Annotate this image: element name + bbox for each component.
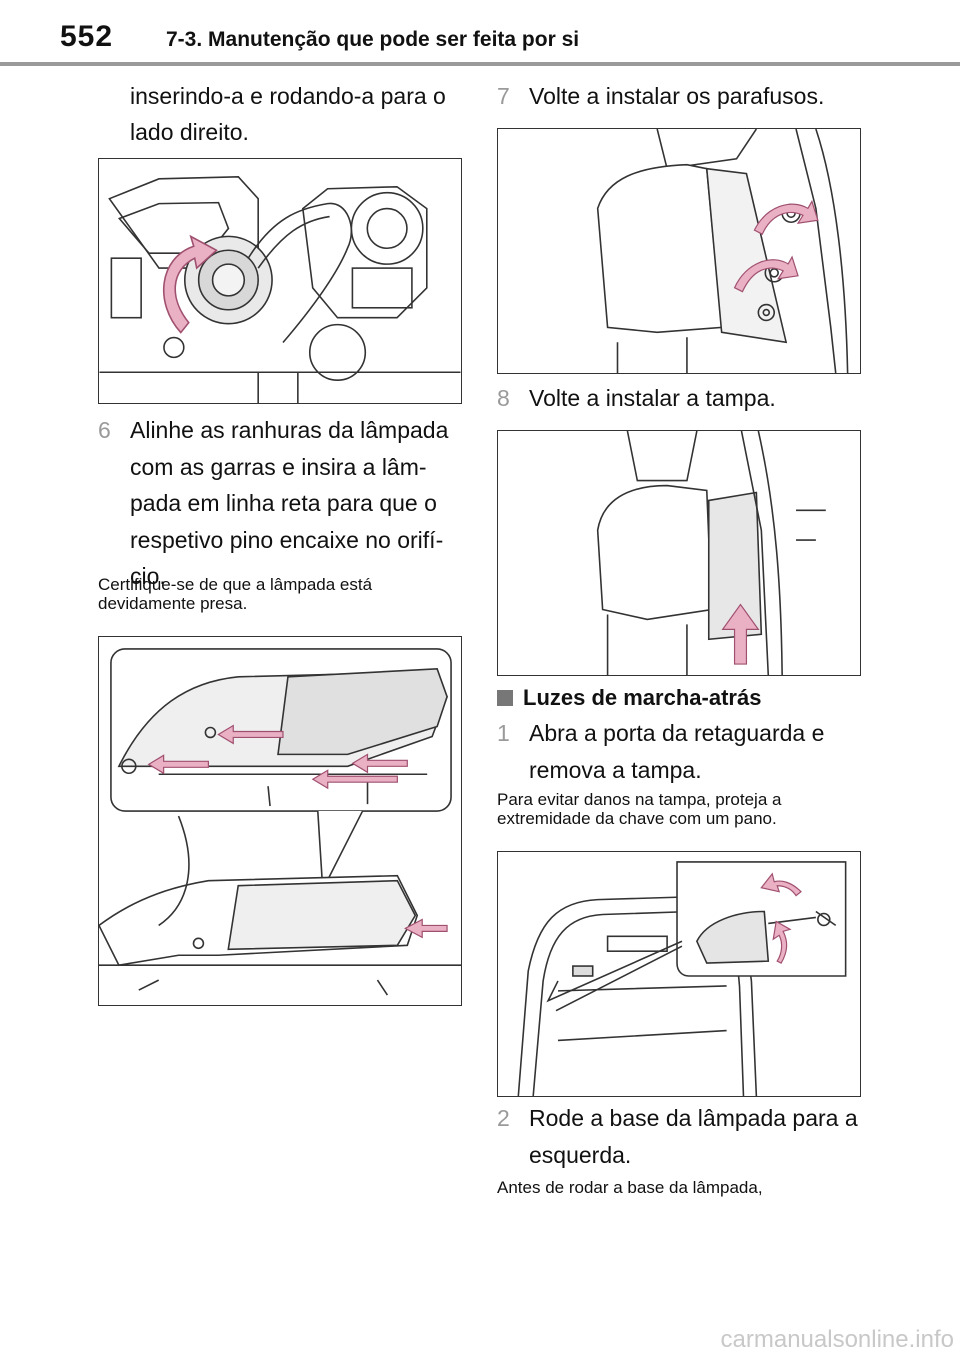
step-line: Abra a porta da retaguarda e xyxy=(529,720,825,746)
section-title: 7-3. Manutenção que pode ser feita por s… xyxy=(166,28,580,51)
note-line: Para evitar danos na tampa, proteja a xyxy=(497,790,782,809)
note-step-1: Para evitar danos na tampa, proteja a ex… xyxy=(497,790,781,828)
page-number: 552 xyxy=(60,20,114,53)
header-rule xyxy=(0,62,960,66)
step-1: 1 Abra a porta da retaguarda e remova a … xyxy=(497,715,867,795)
note-step-2: Antes de rodar a base da lâmpada, xyxy=(497,1178,763,1197)
note-line: Certifique-se de que a lâmpada está xyxy=(98,575,373,594)
step-number: 2 xyxy=(497,1105,510,1131)
intro-line-2: lado direito. xyxy=(130,119,249,145)
step-text: Volte a instalar os parafusos. xyxy=(529,83,825,109)
step-line: Alinhe as ranhuras da lâmpada xyxy=(130,417,449,443)
figure-bulb-rotate xyxy=(98,158,462,404)
step-7: 7 Volte a instalar os parafusos. xyxy=(497,78,867,118)
bullet-square xyxy=(497,690,513,706)
figure-cover-reinstall xyxy=(497,430,861,676)
step-line: pada em linha reta para que o xyxy=(130,490,437,516)
step-number: 1 xyxy=(497,720,510,746)
figure-screws-reinstall xyxy=(497,128,861,374)
step-line: Rode a base da lâmpada para a xyxy=(529,1105,858,1131)
note-line: extremidade da chave com um pano. xyxy=(497,809,777,828)
intro-line-1: inserindo-a e rodando-a para o xyxy=(130,83,446,109)
page-header: 552 7-3. Manutenção que pode ser feita p… xyxy=(0,0,960,66)
watermark: carmanualsonline.info xyxy=(720,1326,954,1353)
note-step-6: Certifique-se de que a lâmpada está devi… xyxy=(98,575,372,613)
step-number: 8 xyxy=(497,385,510,411)
step-text: Volte a instalar a tampa. xyxy=(529,385,776,411)
step-number: 6 xyxy=(98,417,111,443)
note-line: devidamente presa. xyxy=(98,594,248,613)
subheading: Luzes de marcha-atrás xyxy=(497,685,761,711)
step-line: respetivo pino encaixe no orifí- xyxy=(130,526,444,553)
figure-lamp-install xyxy=(98,636,462,1006)
step-line: cio. xyxy=(130,563,166,589)
step-6: 6 Alinhe as ranhuras da lâmpada com as g… xyxy=(98,412,458,596)
step-8: 8 Volte a instalar a tampa. xyxy=(497,380,867,420)
step-line: esquerda. xyxy=(529,1141,632,1168)
step-2: 2 Rode a base da lâmpada para a esquerda… xyxy=(497,1100,867,1180)
step-line: remova a tampa. xyxy=(529,756,702,783)
subheading-text: Luzes de marcha-atrás xyxy=(523,685,762,710)
figure-tailgate-cover-removal xyxy=(497,851,861,1097)
step-number: 7 xyxy=(497,83,510,109)
step-line: com as garras e insira a lâm- xyxy=(130,453,427,480)
